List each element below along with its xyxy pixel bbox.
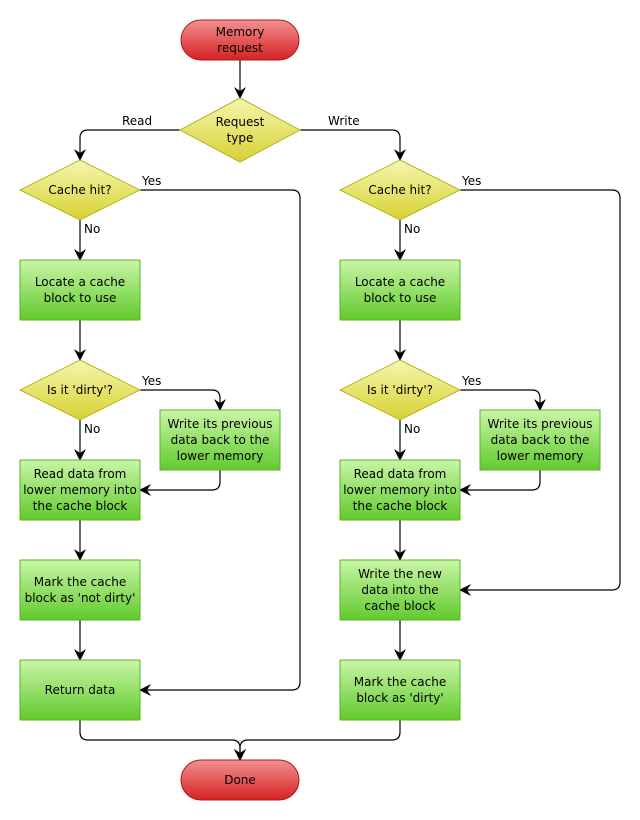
node-label-line: Return data [45,683,116,697]
node-label-line: block to use [364,291,437,305]
node-label-line: Done [224,773,256,787]
done-terminal: Done [180,759,300,801]
read-dirty-decision: Is it 'dirty'? [18,359,142,421]
read-write-back: Write its previous data back to the lower … [159,409,281,471]
node-label-line: data into the [361,583,438,597]
process-shape [339,459,461,521]
node-label-line: Memory [216,25,265,39]
node-label-line: lower memory into [23,483,137,497]
process-shape [19,459,141,521]
write-dirty-yes-label: Yes [461,374,481,388]
process-shape [19,559,141,621]
read-dirty-no-label: No [84,422,100,436]
node-label-line: Request [216,115,265,129]
write-writeback-to-readdata-arrow [459,470,541,496]
node-label-line: block as 'dirty' [356,691,443,705]
node-label-line: Mark the cache [354,675,446,689]
node-label-line: type [227,131,254,145]
read-locate-block: Locate a cache block to use [19,259,141,321]
node-label-line: data back to the [491,433,590,447]
write-hit-yes-arrow [459,189,621,596]
node-label-line: Locate a cache [35,275,125,289]
read-return-data: Return data [19,659,141,721]
process-shape [339,659,461,721]
node-label-line: data back to the [171,433,270,447]
process-shape [339,559,461,621]
decision-shape [178,97,302,163]
write-cache-hit-decision: Cache hit? [338,159,462,221]
decision-shape [18,159,142,221]
process-shape [339,259,461,321]
node-label-line: Locate a cache [355,275,445,289]
write-locate-block: Locate a cache block to use [339,259,461,321]
node-label-line: lower memory [177,449,264,463]
request-type-decision: Request type [178,97,302,163]
node-label-line: block to use [44,291,117,305]
process-shape [19,659,141,721]
node-label-line: Cache hit? [368,183,431,197]
read-dirty-yes-arrow [140,389,226,411]
decision-shape [18,359,142,421]
node-label-line: the cache block [353,499,448,513]
write-write-back: Write its previous data back to the lower … [479,409,601,471]
terminal-shape [180,19,300,61]
write-mark-to-done-arrow [234,720,401,761]
node-label-line: lower memory into [343,483,457,497]
node-label-line: Read data from [354,467,447,481]
write-dirty-decision: Is it 'dirty'? [338,359,462,421]
edge-label-write: Write [328,114,360,128]
read-return-to-done-arrow [79,720,246,761]
node-label-line: Mark the cache [34,575,126,589]
process-shape [159,409,281,471]
node-label-line: Is it 'dirty'? [47,383,113,397]
node-label-line: Cache hit? [48,183,111,197]
write-hit-yes-label: Yes [461,174,481,188]
node-label-line: lower memory [497,449,584,463]
connectors [74,60,621,761]
read-hit-yes-label: Yes [141,174,161,188]
write-hit-no-label: No [404,222,420,236]
node-label-line: block as 'not dirty' [25,591,136,605]
write-read-data: Read data from lower memory into the cache… [339,459,461,521]
node-label-line: the cache block [33,499,128,513]
read-hit-yes-arrow [139,189,301,696]
write-dirty-yes-arrow [460,389,546,411]
write-mark-dirty: Mark the cache block as 'dirty' [339,659,461,721]
process-shape [479,409,601,471]
request-type-to-read-arrow [74,129,180,161]
node-label-line: cache block [364,599,435,613]
request-type-to-write-arrow [300,129,406,161]
read-writeback-to-readdata-arrow [139,470,221,496]
start-terminal: Memory request [180,19,300,61]
decision-shape [338,359,462,421]
read-dirty-yes-label: Yes [141,374,161,388]
node-label-line: Write its previous [488,417,593,431]
node-label-line: Read data from [34,467,127,481]
edge-label-read: Read [122,114,152,128]
node-label-line: request [217,41,263,55]
write-dirty-no-label: No [404,422,420,436]
terminal-shape [180,759,300,801]
node-label-line: Write its previous [168,417,273,431]
node-label-line: Write the new [358,567,442,581]
write-write-new-data: Write the new data into the cache block [339,559,461,621]
read-cache-hit-decision: Cache hit? [18,159,142,221]
node-label-line: Is it 'dirty'? [367,383,433,397]
read-mark-not-dirty: Mark the cache block as 'not dirty' [19,559,141,621]
read-read-data: Read data from lower memory into the cache… [19,459,141,521]
process-shape [19,259,141,321]
read-hit-no-label: No [84,222,100,236]
decision-shape [338,159,462,221]
